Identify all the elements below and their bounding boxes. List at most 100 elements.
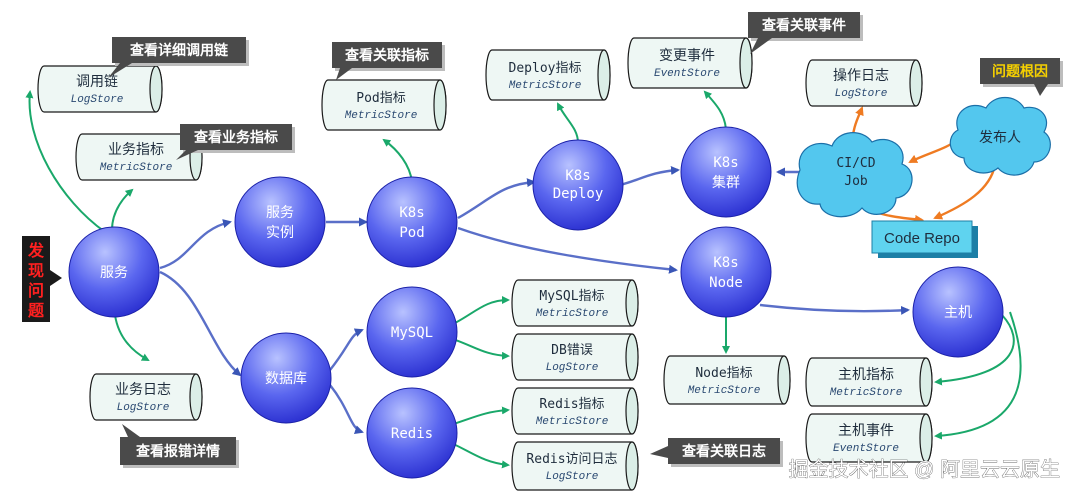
circle-nodes: 服务 服务 实例 K8s Pod 数据库 MySQL Redis K8s Dep… xyxy=(68,126,1004,479)
change-event-store-type: EventStore xyxy=(654,68,720,80)
pod-metric-store-type: MetricStore xyxy=(345,110,418,122)
callout-error-detail-text: 查看报错详情 xyxy=(136,443,220,459)
database-label: 数据库 xyxy=(265,370,307,386)
host-node[interactable]: 主机 xyxy=(912,266,1004,358)
biz-log-store-type: LogStore xyxy=(117,402,170,414)
callout-root-cause-text: 问题根因 xyxy=(992,63,1048,79)
trace-store[interactable]: 调用链 LogStore xyxy=(37,65,163,113)
op-log-store[interactable]: 操作日志 LogStore xyxy=(805,59,923,107)
deploy-metric-store-title: Deploy指标 xyxy=(509,61,582,76)
host-event-store[interactable]: 主机事件 EventStore xyxy=(805,413,933,463)
callout-pod-metric-text: 查看关联指标 xyxy=(345,47,429,63)
k8s-deploy-node[interactable]: K8s Deploy xyxy=(532,139,624,231)
change-event-store[interactable]: 变更事件 EventStore xyxy=(627,37,753,89)
op-log-store-title: 操作日志 xyxy=(833,67,889,83)
pod-metric-store-title: Pod指标 xyxy=(356,91,405,106)
db-error-store[interactable]: DB错误 LogStore xyxy=(511,333,639,381)
instance-label-2: 实例 xyxy=(266,224,294,240)
redis-log-store-type: LogStore xyxy=(546,471,599,483)
cicd-label-2: Job xyxy=(844,174,868,189)
database-node[interactable]: 数据库 xyxy=(240,332,332,424)
db-error-store-title: DB错误 xyxy=(551,343,593,358)
service-instance-node[interactable]: 服务 实例 xyxy=(234,176,326,268)
k8s-cluster-node[interactable]: K8s 集群 xyxy=(680,126,772,218)
k8s-pod-node[interactable]: K8s Pod xyxy=(366,176,458,268)
mysql-node[interactable]: MySQL xyxy=(366,286,458,378)
mysql-metric-store-type: MetricStore xyxy=(536,308,609,320)
redis-node[interactable]: Redis xyxy=(366,387,458,479)
blue-connectors xyxy=(159,166,910,435)
callout-trace-detail: 查看详细调用链 xyxy=(108,37,249,78)
service-label: 服务 xyxy=(100,264,128,280)
deploy-label-1: K8s xyxy=(565,168,590,184)
host-label: 主机 xyxy=(944,304,972,320)
code-repo-box[interactable]: Code Repo xyxy=(871,220,978,258)
cicd-label-1: CI/CD xyxy=(836,156,875,171)
callout-related-log-text: 查看关联日志 xyxy=(682,443,766,459)
biz-metric-store-title: 业务指标 xyxy=(108,141,164,157)
discover-char-4: 题 xyxy=(28,302,45,320)
redis-log-store-title: Redis访问日志 xyxy=(526,452,617,467)
biz-log-store[interactable]: 业务日志 LogStore xyxy=(89,373,203,421)
callout-error-detail: 查看报错详情 xyxy=(120,424,239,468)
pod-metric-store[interactable]: Pod指标 MetricStore xyxy=(321,79,447,131)
redis-metric-store-title: Redis指标 xyxy=(539,397,604,412)
publisher-cloud[interactable]: 发布人 xyxy=(949,96,1051,176)
mysql-metric-store[interactable]: MySQL指标 MetricStore xyxy=(511,279,639,327)
host-metric-store[interactable]: 主机指标 MetricStore xyxy=(805,357,933,407)
host-metric-store-title: 主机指标 xyxy=(838,366,894,382)
callout-biz-metric-text: 查看业务指标 xyxy=(194,129,278,145)
node-metric-store-title: Node指标 xyxy=(695,366,752,381)
callout-biz-metric: 查看业务指标 xyxy=(176,124,295,160)
green-connectors xyxy=(25,90,1022,469)
service-node[interactable]: 服务 xyxy=(68,226,160,318)
cluster-label-2: 集群 xyxy=(712,174,740,190)
host-metric-store-type: MetricStore xyxy=(830,387,903,399)
redis-log-store[interactable]: Redis访问日志 LogStore xyxy=(511,441,639,491)
mysql-label: MySQL xyxy=(391,325,433,341)
node-label-2: Node xyxy=(709,275,743,291)
k8s-node-node[interactable]: K8s Node xyxy=(680,226,772,318)
biz-log-store-title: 业务日志 xyxy=(115,381,171,397)
callout-trace-detail-text: 查看详细调用链 xyxy=(130,42,229,58)
biz-metric-store-type: MetricStore xyxy=(100,162,173,174)
deploy-metric-store[interactable]: Deploy指标 MetricStore xyxy=(485,49,611,101)
publisher-label: 发布人 xyxy=(979,129,1021,145)
redis-metric-store[interactable]: Redis指标 MetricStore xyxy=(511,387,639,435)
callout-related-log: 查看关联日志 xyxy=(650,438,783,467)
node-label-1: K8s xyxy=(713,255,738,271)
code-repo-label: Code Repo xyxy=(884,230,960,247)
redis-label: Redis xyxy=(391,426,433,442)
deploy-metric-store-type: MetricStore xyxy=(509,80,582,92)
discover-char-2: 现 xyxy=(28,262,44,280)
op-log-store-type: LogStore xyxy=(835,88,888,100)
deploy-label-2: Deploy xyxy=(553,186,604,202)
cluster-label-1: K8s xyxy=(713,155,738,171)
data-stores: 调用链LogStore业务指标MetricStore业务日志LogStorePo… xyxy=(37,37,933,491)
callout-pod-metric: 查看关联指标 xyxy=(332,42,445,80)
host-event-store-type: EventStore xyxy=(833,443,899,455)
host-event-store-title: 主机事件 xyxy=(838,422,894,438)
trace-store-title: 调用链 xyxy=(76,73,118,89)
discover-problem-tag: 发 现 问 题 xyxy=(22,236,62,322)
change-event-store-title: 变更事件 xyxy=(659,47,715,63)
cicd-cloud[interactable]: CI/CD Job xyxy=(796,132,913,218)
node-metric-store-type: MetricStore xyxy=(688,385,761,397)
discover-char-1: 发 xyxy=(27,241,45,260)
callout-related-event: 查看关联事件 xyxy=(748,12,863,54)
pod-label-1: K8s xyxy=(399,205,424,221)
instance-label-1: 服务 xyxy=(266,204,294,220)
db-error-store-type: LogStore xyxy=(546,362,599,374)
callout-related-event-text: 查看关联事件 xyxy=(762,17,846,33)
callout-root-cause: 问题根因 xyxy=(980,58,1063,96)
pod-label-2: Pod xyxy=(399,225,424,241)
node-metric-store[interactable]: Node指标 MetricStore xyxy=(663,355,791,405)
watermark: 掘金技术社区 @ 阿里云云原生 xyxy=(789,458,1060,481)
discover-char-3: 问 xyxy=(28,281,44,300)
trace-store-type: LogStore xyxy=(71,94,124,106)
mysql-metric-store-title: MySQL指标 xyxy=(539,289,604,304)
redis-metric-store-type: MetricStore xyxy=(536,416,609,428)
